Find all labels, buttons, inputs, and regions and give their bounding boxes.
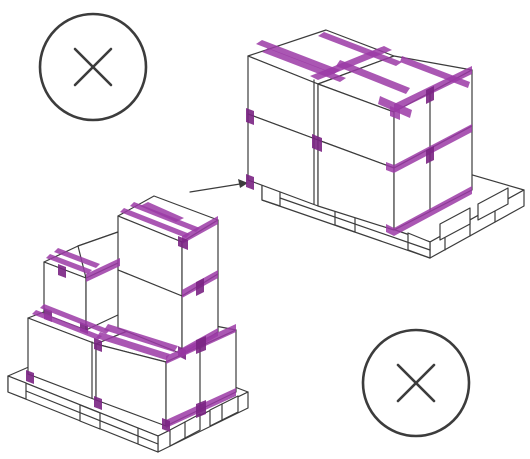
pallet-stack-left [8,196,248,452]
pallet-stack-right [246,30,524,258]
arrow-icon [190,179,248,192]
x-mark-top-left [40,14,146,120]
x-mark-bottom-right [363,330,469,436]
